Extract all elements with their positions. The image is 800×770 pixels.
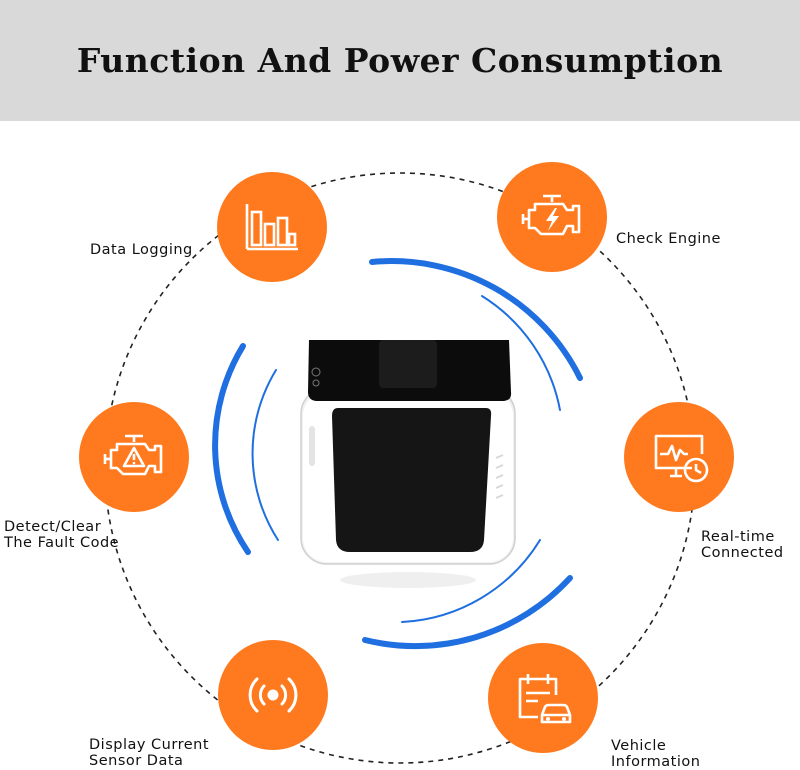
label-line: The Fault Code bbox=[4, 535, 120, 551]
label-line: Information bbox=[611, 754, 701, 770]
inner-blue-arc-top-right bbox=[481, 295, 561, 411]
label-data-logging: Data Logging bbox=[90, 242, 193, 258]
outer-blue-arc-top bbox=[369, 258, 583, 381]
sensor-signal-icon bbox=[248, 677, 298, 713]
label-line: Real-time bbox=[701, 529, 775, 545]
label-sensor-data: Display Current Sensor Data bbox=[89, 737, 209, 769]
check-engine-icon-circle bbox=[497, 162, 607, 272]
real-time-icon-circle bbox=[624, 402, 734, 512]
engine-bolt-icon bbox=[521, 194, 581, 236]
title-banner: Function And Power Consumption bbox=[0, 0, 800, 121]
engine-warning-icon bbox=[103, 434, 163, 476]
calendar-car-icon bbox=[518, 674, 572, 724]
page-title: Function And Power Consumption bbox=[76, 41, 724, 80]
fault-code-icon-circle bbox=[79, 402, 189, 512]
label-vehicle-info: Vehicle Information bbox=[611, 738, 700, 770]
label-check-engine: Check Engine bbox=[616, 231, 721, 247]
outer-blue-arc-left bbox=[212, 343, 251, 555]
data-logging-icon-circle bbox=[217, 172, 327, 282]
inner-blue-arc-bottom bbox=[401, 539, 541, 623]
outer-blue-arc-bottom bbox=[362, 575, 573, 650]
label-line: Display Current bbox=[89, 737, 210, 753]
label-line: Connected bbox=[701, 545, 784, 561]
obd-device-image bbox=[300, 340, 516, 588]
label-line: Vehicle bbox=[611, 738, 667, 754]
label-real-time: Real-time Connected bbox=[701, 529, 784, 561]
bar-chart-icon bbox=[245, 204, 298, 251]
label-line: Detect/Clear bbox=[4, 519, 102, 535]
sensor-data-icon-circle bbox=[218, 640, 328, 750]
inner-blue-arc-left bbox=[251, 369, 279, 541]
vehicle-info-icon-circle bbox=[488, 643, 598, 753]
label-line: Sensor Data bbox=[89, 753, 184, 769]
monitor-clock-icon bbox=[654, 434, 709, 483]
label-fault-code: Detect/Clear The Fault Code bbox=[4, 519, 119, 551]
